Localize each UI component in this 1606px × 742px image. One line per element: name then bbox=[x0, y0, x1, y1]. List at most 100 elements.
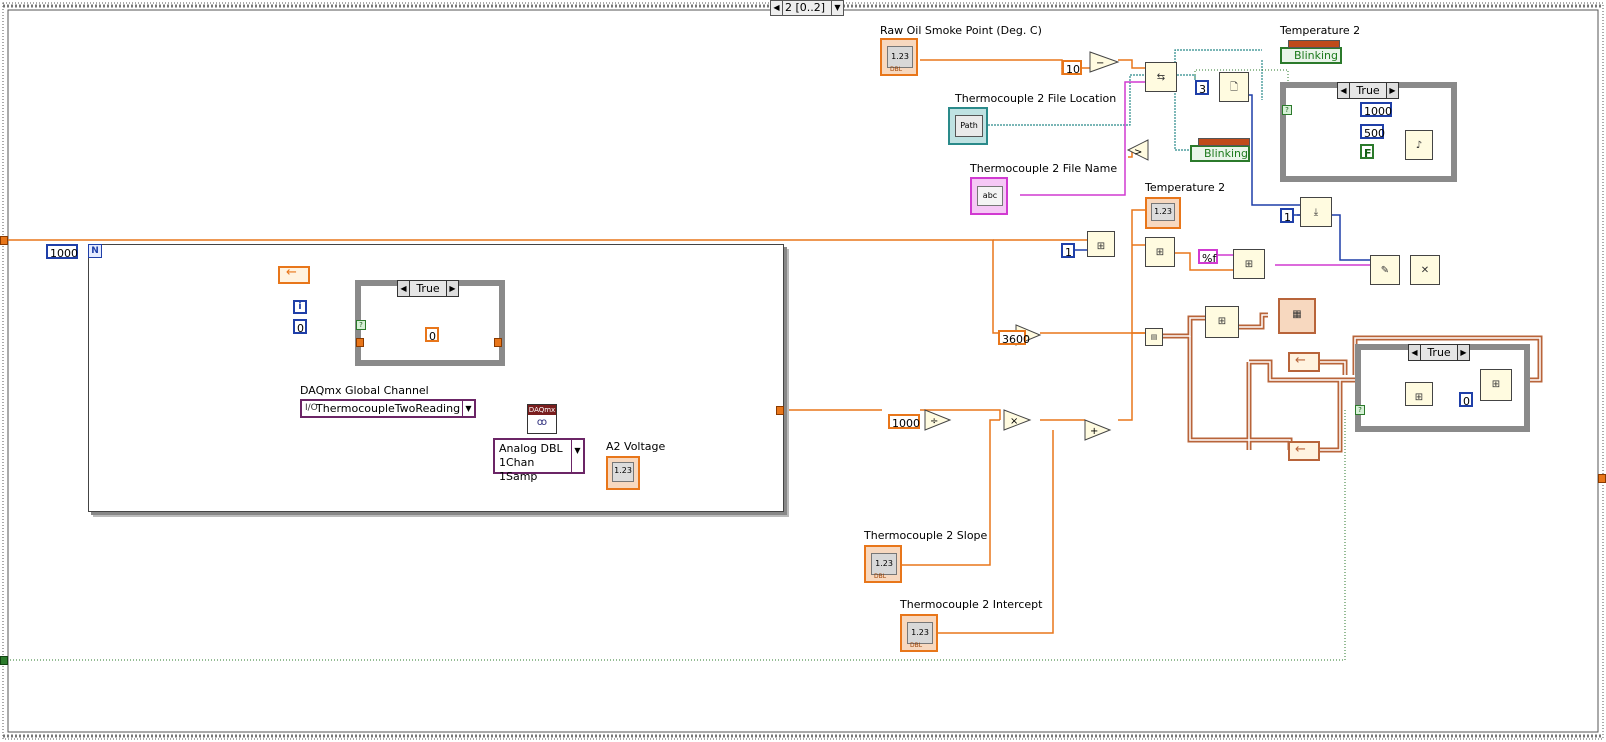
blink-bar bbox=[1198, 138, 1250, 146]
inner-case-tunnel-left[interactable] bbox=[356, 338, 364, 347]
loop-count-constant[interactable]: 1000 bbox=[46, 244, 78, 260]
blinking-indicator-2[interactable]: Blinking bbox=[1190, 138, 1250, 162]
set-file-position-node[interactable]: ⤓ bbox=[1300, 197, 1332, 227]
string-display: abc bbox=[977, 186, 1003, 206]
write-file-icon: ✎ bbox=[1380, 265, 1390, 276]
const-0-array[interactable]: 0 bbox=[1459, 392, 1473, 408]
bundle-icon: ▤ bbox=[1150, 333, 1158, 341]
beep-node[interactable]: ♪ bbox=[1405, 130, 1433, 160]
raw-oil-smoke-point-control[interactable]: 1.23 DBL bbox=[880, 38, 918, 76]
array-case-selector-terminal[interactable]: ? bbox=[1355, 405, 1365, 415]
a2-voltage-indicator[interactable]: 1.23 bbox=[606, 456, 640, 490]
const-3600[interactable]: 3600 bbox=[998, 330, 1030, 346]
chevron-down-icon[interactable]: ▼ bbox=[571, 440, 583, 472]
svg-text:÷: ÷ bbox=[930, 416, 938, 427]
file-location-label: Thermocouple 2 File Location bbox=[955, 92, 1117, 105]
sequence-selector[interactable]: ◀ 2 [0..2] ▼ bbox=[770, 0, 844, 16]
build-array-icon: ⊞ bbox=[1155, 247, 1165, 258]
daqmx-read-vi[interactable]: DAQmx ꝏ bbox=[527, 404, 557, 434]
temperature-2-blinking-indicator[interactable]: Blinking bbox=[1280, 40, 1342, 64]
array-feedback-node-bottom[interactable] bbox=[1288, 441, 1320, 461]
multiply-slope-node bbox=[1003, 409, 1032, 431]
sequence-tunnel-bool[interactable] bbox=[0, 656, 8, 665]
temperature-2-bool-label: Temperature 2 bbox=[1280, 24, 1361, 37]
daq-read-mode-selector[interactable]: Analog DBL 1Chan 1Samp ▼ bbox=[493, 438, 585, 483]
build-array-node[interactable]: ⊞ bbox=[1145, 237, 1175, 267]
build-path-icon: ⇆ bbox=[1156, 72, 1166, 83]
daqmx-channel-ring[interactable]: I/O ThermocoupleTwoReading ▼ bbox=[300, 399, 476, 418]
inner-case-tunnel-right[interactable] bbox=[494, 338, 502, 347]
intercept-label: Thermocouple 2 Intercept bbox=[900, 598, 1043, 611]
dbl-tag: DBL bbox=[890, 66, 903, 73]
build-path-node[interactable]: ⇆ bbox=[1145, 62, 1177, 92]
temp2-display: 1.23 bbox=[1151, 203, 1175, 221]
for-loop-tunnel-right[interactable] bbox=[776, 406, 784, 415]
temperature-2-num-indicator[interactable]: 1.23 bbox=[1145, 197, 1181, 229]
intercept-control[interactable]: 1.23 DBL bbox=[900, 614, 938, 652]
file-name-control[interactable]: abc bbox=[970, 177, 1008, 215]
blink-case-selector[interactable]: ◀ True ▶ bbox=[1337, 82, 1399, 99]
chevron-left-icon[interactable]: ◀ bbox=[1338, 83, 1350, 98]
inner-zero-constant[interactable]: 0 bbox=[425, 327, 439, 343]
chevron-right-icon[interactable]: ▶ bbox=[446, 281, 458, 296]
raw-oil-smoke-point-label: Raw Oil Smoke Point (Deg. C) bbox=[880, 24, 1042, 37]
inner-case-selector[interactable]: ◀ True ▶ bbox=[397, 280, 459, 297]
const-10[interactable]: 10 bbox=[1062, 60, 1082, 76]
array-case-selector[interactable]: ◀ True ▶ bbox=[1408, 344, 1470, 361]
glasses-icon: ꝏ bbox=[536, 417, 548, 428]
const-1-mid[interactable]: 1 bbox=[1061, 243, 1075, 259]
const-false[interactable]: F bbox=[1360, 144, 1374, 160]
divide-1000-node bbox=[924, 409, 952, 431]
intercept-display: 1.23 bbox=[907, 622, 933, 644]
array-to-spreadsheet-node[interactable]: ⊞ bbox=[1233, 249, 1265, 279]
index-array-node[interactable]: ⊞ bbox=[1087, 231, 1115, 257]
build-array-2-node[interactable]: ⊞ bbox=[1205, 306, 1239, 338]
array-feedback-node-top[interactable] bbox=[1288, 352, 1320, 372]
subtract-node bbox=[1089, 51, 1120, 73]
chevron-right-icon[interactable]: ▶ bbox=[1386, 83, 1398, 98]
format-string-constant[interactable]: %f bbox=[1198, 249, 1218, 265]
replace-subset-icon: ⊞ bbox=[1491, 379, 1501, 390]
close-file-node[interactable]: ✕ bbox=[1410, 255, 1440, 285]
blinking-2-text: Blinking bbox=[1204, 147, 1249, 160]
const-500[interactable]: 500 bbox=[1360, 124, 1385, 140]
sequence-tunnel-right[interactable] bbox=[1598, 474, 1606, 483]
daqmx-channel-value: ThermocoupleTwoReading bbox=[316, 402, 461, 415]
bundle-node[interactable]: ▤ bbox=[1145, 328, 1163, 346]
chevron-left-icon[interactable]: ◀ bbox=[398, 281, 410, 296]
chevron-down-icon[interactable]: ▼ bbox=[831, 1, 843, 15]
raw-oil-display: 1.23 bbox=[887, 46, 913, 68]
replace-subset-node[interactable]: ⊞ bbox=[1480, 369, 1512, 401]
const-1000-beep[interactable]: 1000 bbox=[1360, 102, 1392, 118]
inner-case-label: True bbox=[416, 282, 440, 295]
feedback-arrow-icon: ← bbox=[1295, 442, 1306, 457]
array-subset-node[interactable]: ⊞ bbox=[1405, 382, 1433, 406]
svg-text:×: × bbox=[1010, 416, 1018, 427]
sequence-frame-label: 2 [0..2] bbox=[785, 1, 826, 14]
chevron-down-icon[interactable]: ▼ bbox=[462, 401, 474, 416]
write-text-file-node[interactable]: ✎ bbox=[1370, 255, 1400, 285]
case-selector-terminal[interactable]: ? bbox=[356, 320, 366, 330]
slope-control[interactable]: 1.23 DBL bbox=[864, 545, 902, 583]
open-file-node[interactable]: 🗋 bbox=[1219, 72, 1249, 102]
file-location-control[interactable]: Path bbox=[948, 107, 988, 145]
greater-node bbox=[1126, 139, 1149, 161]
chevron-left-icon[interactable]: ◀ bbox=[771, 1, 783, 15]
const-1000-divisor[interactable]: 1000 bbox=[888, 414, 920, 430]
sequence-tunnel-left[interactable] bbox=[0, 236, 8, 245]
loop-count-terminal[interactable]: N bbox=[88, 244, 102, 258]
blinking-1-text: Blinking bbox=[1294, 49, 1339, 62]
iteration-zero-constant[interactable]: 0 bbox=[293, 319, 307, 335]
chevron-left-icon[interactable]: ◀ bbox=[1409, 345, 1421, 360]
const-3[interactable]: 3 bbox=[1195, 80, 1209, 96]
blink-case-selector-terminal[interactable]: ? bbox=[1282, 105, 1292, 115]
a2-voltage-label: A2 Voltage bbox=[606, 440, 666, 453]
io-icon: I/O bbox=[305, 403, 318, 413]
const-1-top[interactable]: 1 bbox=[1280, 208, 1294, 224]
feedback-node[interactable] bbox=[278, 266, 310, 284]
xy-graph-indicator[interactable]: ▦ bbox=[1278, 298, 1316, 334]
chevron-right-icon[interactable]: ▶ bbox=[1457, 345, 1469, 360]
blink-case-label: True bbox=[1356, 84, 1380, 97]
